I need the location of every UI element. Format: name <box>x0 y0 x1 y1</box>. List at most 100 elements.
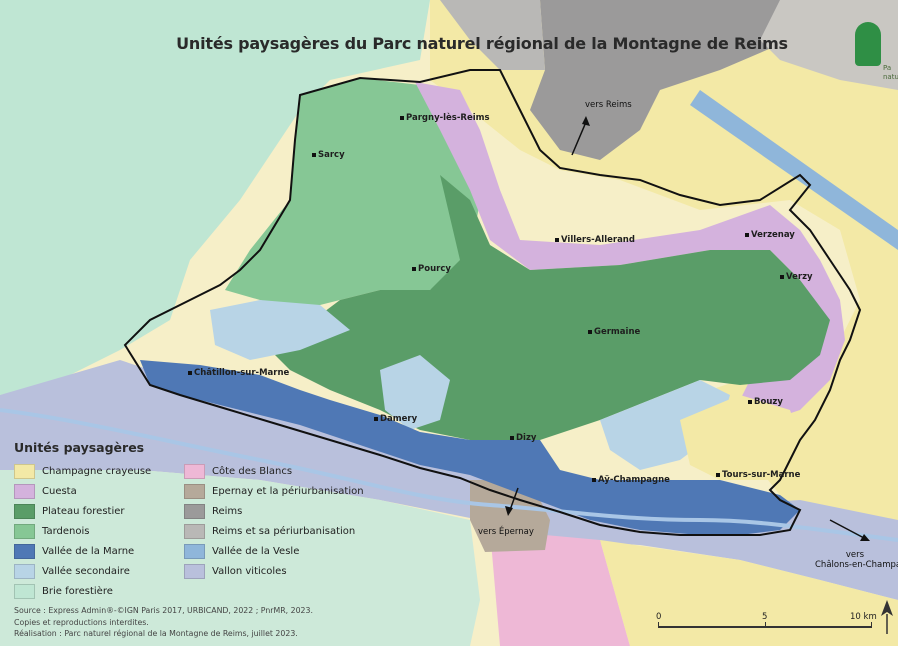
town-marker-icon <box>748 399 752 404</box>
zone-vallee-secondaire <box>210 300 350 360</box>
town-marker-icon <box>592 477 596 482</box>
legend-label: Reims et sa périurbanisation <box>212 525 356 537</box>
arrow-reims-head <box>582 116 590 126</box>
town-name: Germaine <box>594 327 641 337</box>
town-marker-icon <box>400 115 404 120</box>
legend-item: Reims et sa périurbanisation <box>184 521 356 541</box>
legend-swatch <box>14 543 35 559</box>
direction-chalons-line2: Châlons-en-Champagne <box>815 560 898 570</box>
legend-label: Epernay et la périurbanisation <box>212 485 364 497</box>
town-marker-icon <box>510 435 514 440</box>
scale-label-0: 0 <box>656 612 662 622</box>
zone-reims-periurbanisation <box>440 0 545 70</box>
town-name: Verzenay <box>751 230 795 240</box>
legend-swatch <box>14 523 35 539</box>
legend-label: Côte des Blancs <box>212 465 293 477</box>
credits: Source : Express Admin®-©IGN Paris 2017,… <box>14 605 313 640</box>
scale-tick <box>765 622 766 628</box>
credits-realisation: Réalisation : Parc naturel régional de l… <box>14 629 298 638</box>
legend-label: Vallée de la Vesle <box>212 545 300 557</box>
town-marker-icon <box>780 274 784 279</box>
zone-vallee-secondaire-east <box>600 380 730 470</box>
town-label: Dizy <box>510 433 536 443</box>
arrow-epernay-head <box>505 506 513 516</box>
zone-tardenois <box>225 78 480 310</box>
legend-item: Epernay et la périurbanisation <box>184 481 364 501</box>
town-name: Pargny-lès-Reims <box>406 113 490 123</box>
town-label: Tours-sur-Marne <box>716 470 800 480</box>
map-title: Unités paysagères du Parc naturel région… <box>176 34 788 53</box>
legend-label: Reims <box>212 505 243 517</box>
legend-swatch <box>184 563 205 579</box>
park-logo-text: Pa natur <box>883 64 898 82</box>
zone-brie-forestiere <box>0 0 430 395</box>
legend-label: Tardenois <box>42 525 90 537</box>
river-marne <box>0 408 898 542</box>
scale-tick <box>871 622 872 628</box>
legend-swatch <box>14 563 35 579</box>
arrow-chalons-head <box>860 534 870 541</box>
town-label: Pourcy <box>412 264 451 274</box>
town-label: Bouzy <box>748 397 783 407</box>
legend-swatch <box>14 463 35 479</box>
town-name: Châtillon-sur-Marne <box>194 368 290 378</box>
legend-title: Unités paysagères <box>14 440 145 455</box>
legend-item: Vallon viticoles <box>184 561 354 581</box>
legend-label: Vallée de la Marne <box>42 545 135 557</box>
zone-reims <box>530 0 790 160</box>
direction-reims-label: vers Reims <box>585 100 632 110</box>
town-marker-icon <box>374 416 378 421</box>
town-name: Villers-Allerand <box>561 235 635 245</box>
town-marker-icon <box>555 237 559 242</box>
town-marker-icon <box>412 266 416 271</box>
town-label: Verzenay <box>745 230 795 240</box>
town-name: Aÿ-Champagne <box>598 475 670 485</box>
arrow-chalons <box>829 519 865 539</box>
legend-item: Brie forestière <box>14 581 178 601</box>
direction-chalons-label: vers Châlons-en-Champagne <box>815 550 898 570</box>
town-marker-icon <box>716 472 720 477</box>
zone-vallee-secondaire-center <box>380 355 450 430</box>
park-logo: Pa natur <box>849 18 898 100</box>
town-label: Damery <box>374 414 417 424</box>
town-name: Damery <box>380 414 418 424</box>
town-label: Germaine <box>588 327 640 337</box>
logo-line: Pa <box>883 64 892 72</box>
logo-line: natur <box>883 73 898 81</box>
legend-item: Côte des Blancs <box>184 461 354 481</box>
scale-label-10: 10 km <box>850 612 877 622</box>
town-marker-icon <box>745 232 749 237</box>
town-label: Verzy <box>780 272 813 282</box>
scale-bar: 0 5 10 km <box>656 612 877 636</box>
legend-label: Champagne crayeuse <box>42 465 152 477</box>
direction-epernay-label: vers Épernay <box>478 527 534 537</box>
town-label: Sarcy <box>312 150 345 160</box>
town-name: Bouzy <box>754 397 783 407</box>
legend-swatch <box>14 583 35 599</box>
legend-swatch <box>184 523 205 539</box>
legend-item: Plateau forestier <box>14 501 178 521</box>
legend-label: Plateau forestier <box>42 505 125 517</box>
zone-champagne-crayeuse-south <box>600 540 898 646</box>
town-label: Pargny-lès-Reims <box>400 113 490 123</box>
legend-label: Vallon viticoles <box>212 565 287 577</box>
legend-label: Cuesta <box>42 485 77 497</box>
town-label: Aÿ-Champagne <box>592 475 670 485</box>
town-name: Verzy <box>786 272 813 282</box>
legend-swatch <box>14 483 35 499</box>
legend-item: Champagne crayeuse <box>14 461 178 481</box>
park-boundary <box>123 69 862 536</box>
arrow-epernay <box>509 487 519 511</box>
legend-item: Vallée secondaire <box>14 561 178 581</box>
town-name: Tours-sur-Marne <box>722 470 801 480</box>
zone-cote-des-blancs <box>490 530 630 646</box>
legend-swatch <box>184 483 205 499</box>
arrow-reims <box>571 121 587 156</box>
legend-item: Reims <box>184 501 354 521</box>
direction-chalons-line1: vers <box>845 550 865 560</box>
legend-label: Vallée secondaire <box>42 565 130 577</box>
